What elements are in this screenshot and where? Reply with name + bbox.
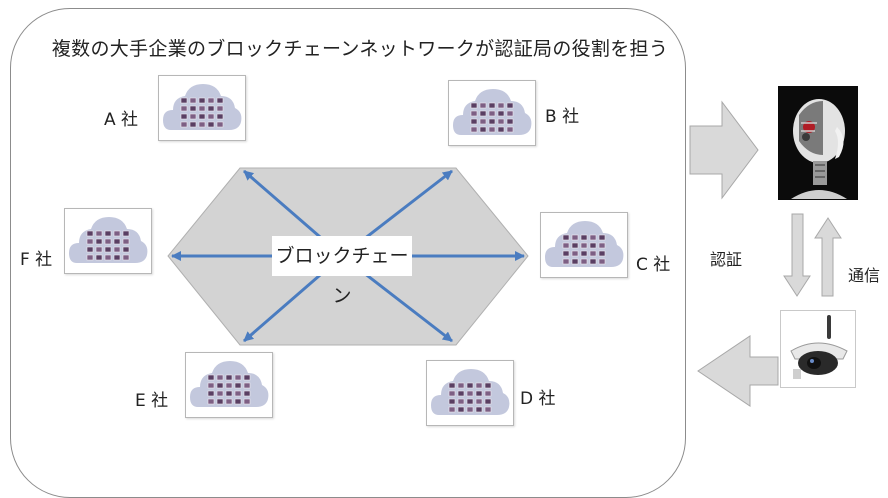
company-node-a [158,75,246,141]
company-node-f [64,208,152,274]
company-node-c [540,212,628,278]
company-label-c: C 社 [636,255,671,275]
company-label-e: E 社 [135,391,169,411]
diagram-title: 複数の大手企業のブロックチェーンネットワークが認証局の役割を担う [51,38,669,60]
blockchain-label: ブロックチェーン [272,236,412,307]
cloud-server-icon [69,217,148,263]
camera-image [780,310,856,388]
auth-label: 認証 [710,250,743,269]
big-arrow-left [697,335,779,407]
cloud-server-icon [453,89,532,135]
company-node-e [185,352,273,418]
company-label-f: F 社 [20,250,53,270]
cloud-server-icon [431,369,510,415]
robot-image [778,86,858,200]
company-label-a: A 社 [104,110,139,130]
cloud-server-icon [545,221,624,267]
right-flow-arrows [689,100,842,407]
company-label-d: D 社 [520,389,556,409]
company-node-b [448,80,536,146]
down-arrow [783,213,811,297]
cloud-server-icon [163,84,242,130]
cloud-server-icon [190,361,269,407]
diagram-canvas: 複数の大手企業のブロックチェーンネットワークが認証局の役割を担う ブロックチェー… [10,8,881,498]
comm-label: 通信 [848,266,881,285]
big-arrow-right [689,100,759,200]
up-arrow [814,217,842,297]
company-node-d [426,360,514,426]
company-label-b: B 社 [545,107,580,127]
